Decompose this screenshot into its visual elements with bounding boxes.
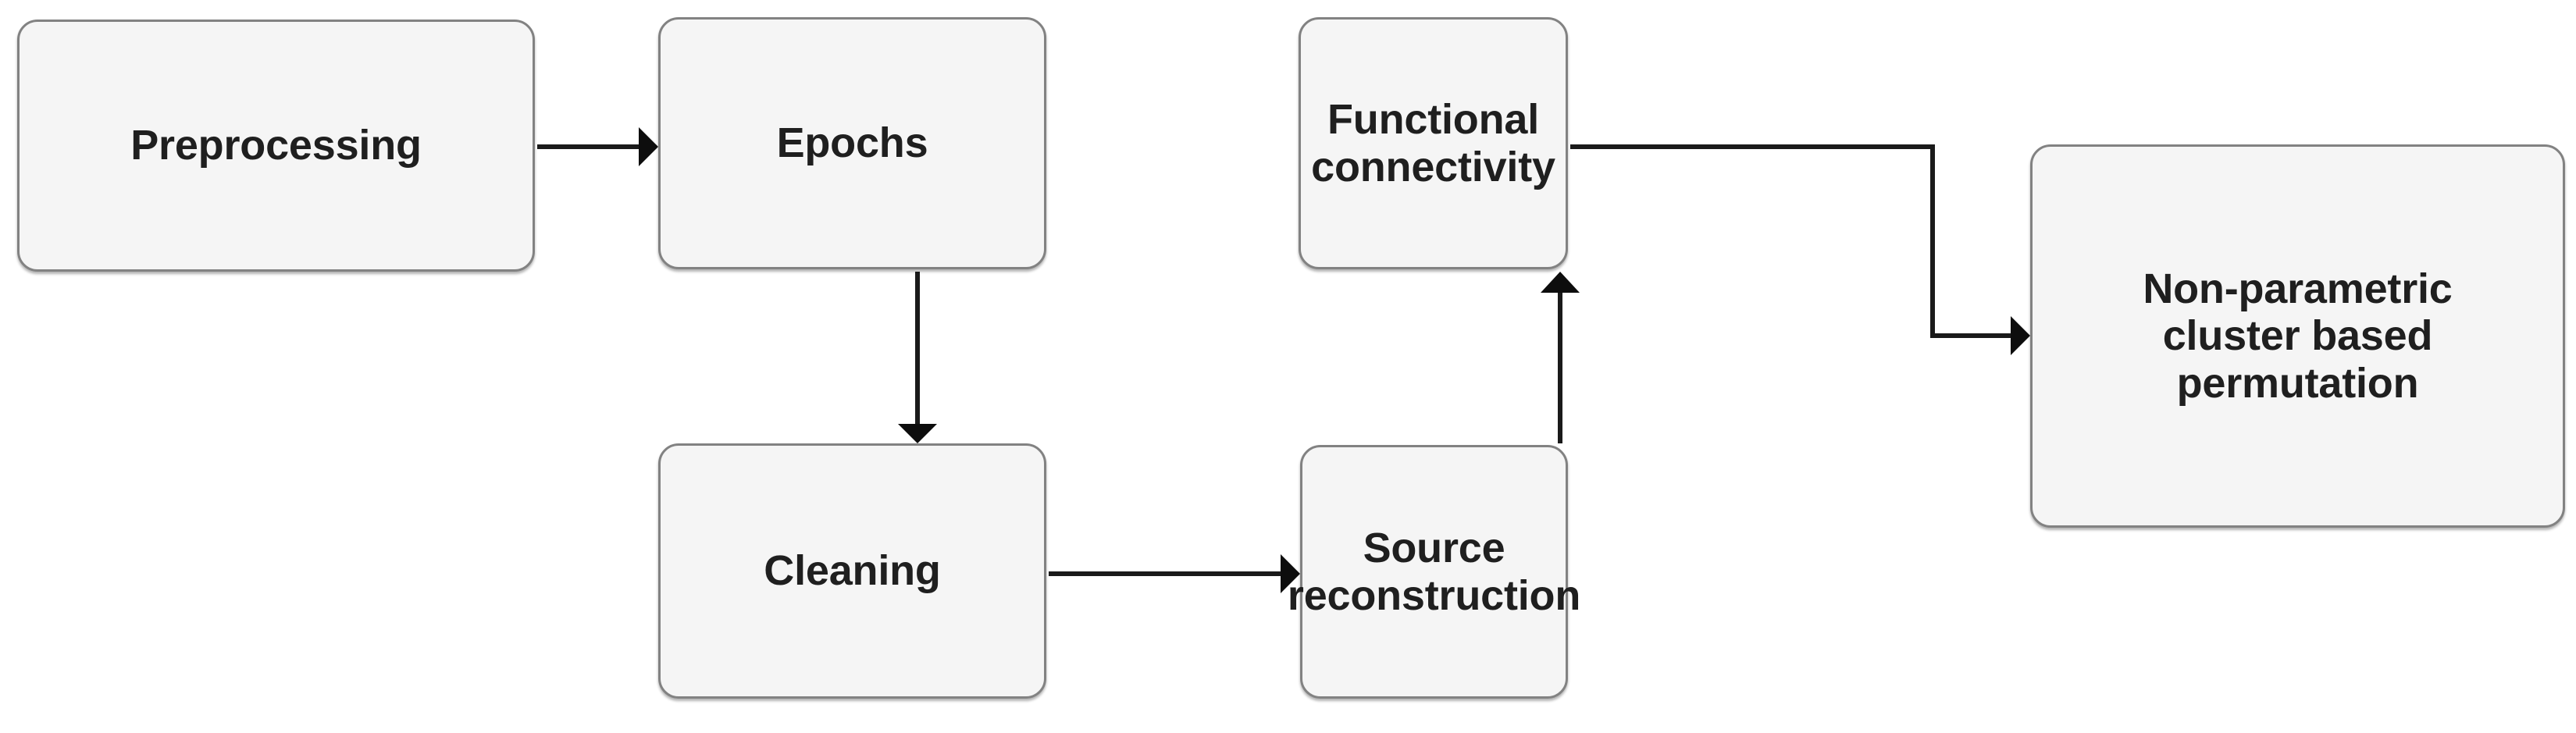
edge-functional-connectivity-to-non-parametric	[1570, 144, 2030, 355]
node-functional-connectivity-label: Functional connectivity	[1311, 96, 1555, 190]
node-cleaning-label: Cleaning	[764, 547, 941, 595]
node-epochs-label: Epochs	[776, 119, 928, 167]
node-preprocessing[interactable]: Preprocessing	[17, 20, 535, 272]
node-source-reconstruction[interactable]: Source reconstruction	[1288, 445, 1580, 699]
edge-source-reconstruction-to-functional-connectivity	[1541, 272, 1580, 443]
node-preprocessing-label: Preprocessing	[130, 122, 422, 169]
node-epochs[interactable]: Epochs	[658, 17, 1046, 269]
node-non-parametric-cluster-based-permutation[interactable]: Non-parametric cluster based permutation	[2030, 144, 2565, 528]
node-cleaning[interactable]: Cleaning	[658, 443, 1046, 699]
edge-cleaning-to-source-reconstruction	[1049, 554, 1300, 593]
edge-preprocessing-to-epochs	[537, 127, 658, 166]
node-functional-connectivity[interactable]: Functional connectivity	[1299, 17, 1568, 269]
node-non-parametric-cluster-based-permutation-label: Non-parametric cluster based permutation	[2143, 265, 2453, 407]
edge-epochs-to-cleaning	[898, 272, 937, 443]
node-source-reconstruction-label: Source reconstruction	[1287, 525, 1581, 619]
